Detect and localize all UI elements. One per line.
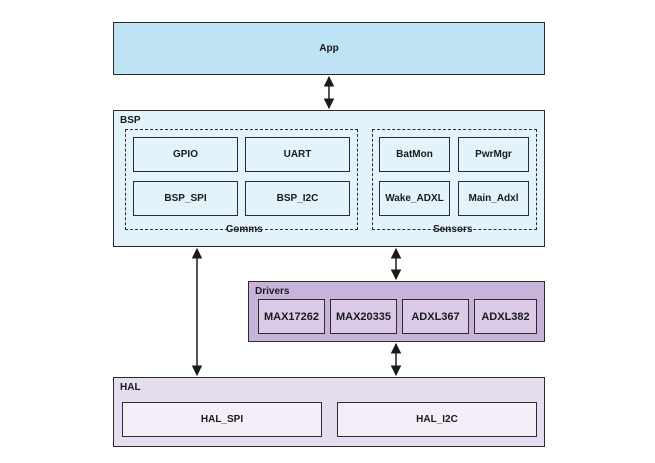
bsp-layer: BSP Comms Sensors GPIO UART BSP_SPI BSP_… (113, 110, 545, 247)
hal-layer-title: HAL (120, 382, 141, 393)
bsp-layer-title: BSP (120, 115, 141, 126)
bsp-box-gpio: GPIO (133, 137, 238, 172)
bsp-box-bsp-spi: BSP_SPI (133, 181, 238, 216)
app-layer: App (113, 22, 545, 75)
hal-box-hal-i2c: HAL_I2C (337, 402, 537, 437)
drivers-layer-title: Drivers (255, 286, 290, 297)
driver-box-adxl382: ADXL382 (474, 299, 537, 334)
app-layer-title: App (319, 43, 339, 54)
bsp-box-bsp-i2c: BSP_I2C (245, 181, 350, 216)
bsp-box-batmon: BatMon (379, 137, 450, 172)
comms-group (125, 129, 358, 230)
driver-box-max17262: MAX17262 (258, 299, 325, 334)
driver-box-adxl367: ADXL367 (402, 299, 469, 334)
bsp-box-main-adxl: Main_Adxl (458, 181, 529, 216)
driver-box-max20335: MAX20335 (330, 299, 397, 334)
sensors-group (372, 129, 537, 230)
sensors-group-label: Sensors (433, 224, 473, 235)
comms-group-label: Comms (226, 224, 263, 235)
bsp-box-wake-adxl: Wake_ADXL (379, 181, 450, 216)
hal-box-hal-spi: HAL_SPI (122, 402, 322, 437)
drivers-layer: Drivers MAX17262 MAX20335 ADXL367 ADXL38… (248, 281, 545, 342)
hal-layer: HAL HAL_SPI HAL_I2C (113, 377, 545, 447)
bsp-box-pwrmgr: PwrMgr (458, 137, 529, 172)
bsp-box-uart: UART (245, 137, 350, 172)
